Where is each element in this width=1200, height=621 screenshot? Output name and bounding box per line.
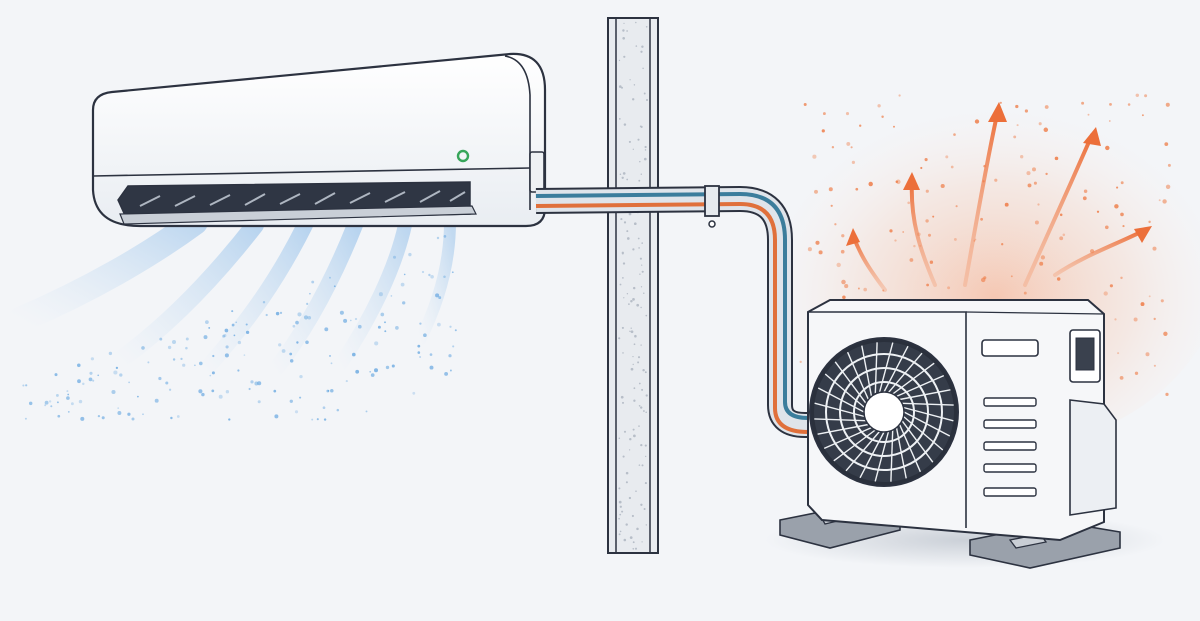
condenser-unit-icon <box>779 299 1121 569</box>
wall-mounted-split-ac-icon <box>91 52 547 228</box>
fan-grille-icon <box>809 337 959 487</box>
status-led-icon <box>456 149 470 163</box>
hot-air-particles <box>799 93 1171 397</box>
cold-airflow-icon <box>7 209 457 421</box>
refrigerant-pipes <box>535 185 818 438</box>
hot-exhaust-arrow-icon <box>851 108 1147 292</box>
wall-column <box>607 17 659 554</box>
